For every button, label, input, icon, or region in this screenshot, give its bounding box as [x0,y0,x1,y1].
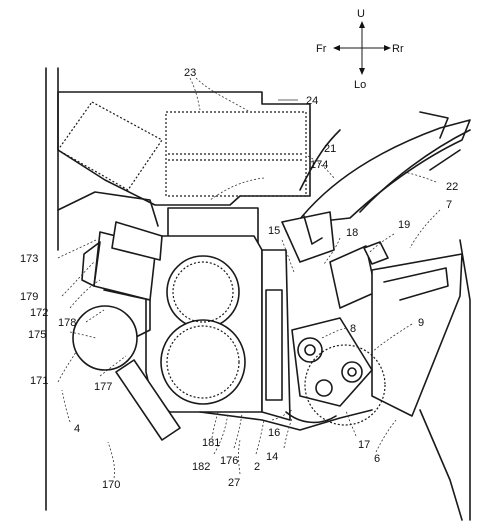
ref-178: 178 [58,317,76,329]
seat-bracket [281,211,377,309]
pivot-link [291,317,386,426]
cylinder-assembly [81,221,163,341]
ref-15: 15 [268,225,280,237]
ref-14: 14 [266,451,278,463]
swing-arm [363,239,471,521]
direction-indicator: U Lo Fr Rr [316,8,404,91]
lower-guard [199,409,373,431]
reference-numerals: 23 24 21 174 22 7 19 15 18 173 179 172 1… [20,67,458,491]
direction-rear-label: Rr [392,43,404,55]
leader-lines [57,77,441,479]
ref-6: 6 [374,453,380,465]
arrow-up-icon [359,21,365,28]
ref-179: 179 [20,291,38,303]
direction-down-label: Lo [354,79,366,91]
ref-9: 9 [418,317,424,329]
arrow-front-icon [333,45,340,51]
dotted-components [57,101,307,197]
ref-176: 176 [220,455,238,467]
arrow-rear-icon [384,45,391,51]
ref-172: 172 [30,307,48,319]
ref-181: 181 [202,437,220,449]
ref-27: 27 [228,477,240,489]
ref-17: 17 [358,439,370,451]
ref-8: 8 [350,323,356,335]
ref-174: 174 [310,159,328,171]
direction-up-label: U [357,8,365,20]
seat-fender [295,111,471,225]
ref-19: 19 [398,219,410,231]
ref-182: 182 [192,461,210,473]
ref-18: 18 [346,227,358,239]
ref-7: 7 [446,199,452,211]
ref-16: 16 [268,427,280,439]
frame-plate [261,249,291,421]
ref-177: 177 [94,381,112,393]
frame-outline [45,67,59,511]
ref-23: 23 [184,67,196,79]
ref-171: 171 [30,375,48,387]
ref-170: 170 [102,479,120,491]
ball-joint [72,305,181,441]
ref-22: 22 [446,181,458,193]
ref-21: 21 [324,143,336,155]
direction-front-label: Fr [316,43,327,55]
ref-175: 175 [28,329,46,341]
ref-2: 2 [254,461,260,473]
arrow-down-icon [359,68,365,75]
ref-173: 173 [20,253,38,265]
battery-box [145,207,263,413]
ref-24: 24 [306,95,318,107]
ref-4: 4 [74,423,80,435]
